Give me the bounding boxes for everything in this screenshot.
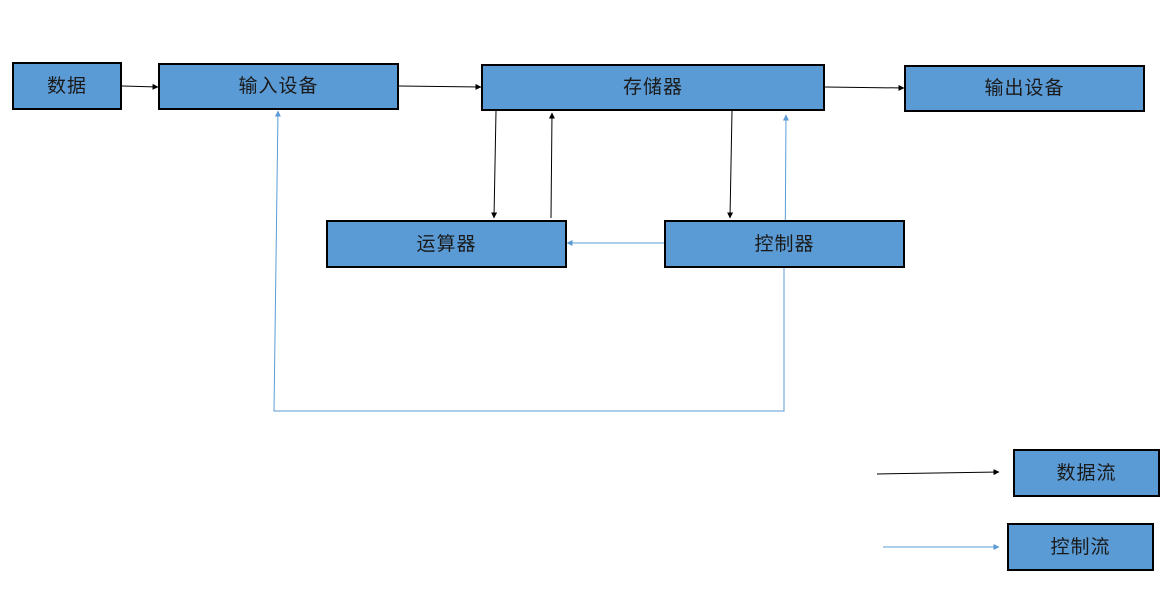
legend-data-flow-line xyxy=(876,469,1000,476)
node-output-device: 输出设备 xyxy=(904,65,1145,112)
node-output-device-label: 输出设备 xyxy=(984,77,1065,99)
node-data-label: 数据 xyxy=(46,74,87,97)
edge-input-to-memory xyxy=(398,83,482,90)
edge-controller-to-input xyxy=(273,110,785,412)
node-input-device: 输入设备 xyxy=(158,63,399,110)
legend-data-flow-label: 数据流 xyxy=(1056,461,1117,484)
node-data: 数据 xyxy=(12,62,122,110)
node-alu: 运算器 xyxy=(326,220,567,268)
node-memory: 存储器 xyxy=(481,64,825,111)
edge-memory-to-output xyxy=(824,84,905,91)
node-input-device-label: 输入设备 xyxy=(238,75,319,97)
legend-control-flow-box: 控制流 xyxy=(1007,523,1154,571)
edge-alu-to-memory xyxy=(548,112,555,219)
node-memory-label: 存储器 xyxy=(622,76,683,98)
edge-memory-to-alu xyxy=(491,110,498,219)
legend-data-flow-box: 数据流 xyxy=(1013,449,1160,497)
edge-memory-to-controller xyxy=(727,110,734,219)
node-alu-label: 运算器 xyxy=(416,232,477,255)
legend-control-flow-label: 控制流 xyxy=(1050,535,1111,558)
node-controller-label: 控制器 xyxy=(754,232,815,255)
node-controller: 控制器 xyxy=(664,220,905,268)
edge-data-to-input xyxy=(121,83,159,90)
